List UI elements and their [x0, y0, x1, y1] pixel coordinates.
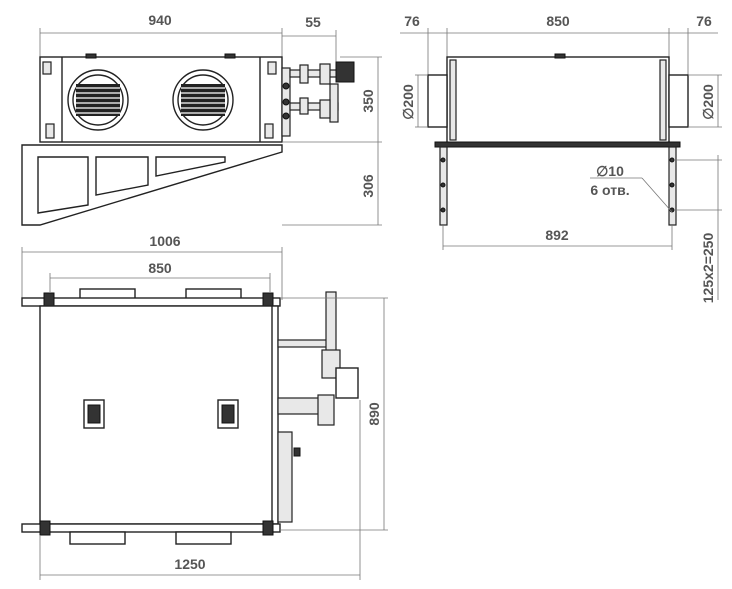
side-left-diameter-label: ∅200: [400, 84, 416, 120]
front-view: 940 55: [21, 12, 382, 226]
front-width-label: 940: [148, 12, 172, 28]
top-total-length-label: 1250: [174, 556, 205, 572]
side-unit-body: [446, 56, 670, 144]
side-mounting-rail: [434, 141, 681, 148]
side-left-spigot-label: 76: [404, 13, 420, 29]
front-pipework: [281, 61, 355, 137]
side-view: 76 850 76 ∅200 ∅200 ∅10 6 отв.: [400, 13, 722, 303]
side-hole-diameter-label: ∅10: [596, 163, 624, 179]
side-right-spigot: [668, 74, 689, 128]
side-right-diameter-label: ∅200: [700, 84, 716, 120]
top-pipework: [277, 291, 359, 523]
top-inner-width-label: 850: [148, 260, 172, 276]
side-left-spigot: [427, 74, 448, 128]
side-body-width-label: 850: [546, 13, 570, 29]
front-pipe-offset-label: 55: [305, 14, 321, 30]
front-support-bracket: [21, 144, 283, 226]
top-unit-body: [39, 305, 279, 525]
side-right-spigot-label: 76: [696, 13, 712, 29]
front-fan-grille-left: [67, 69, 129, 131]
front-bracket-height-label: 306: [360, 174, 376, 198]
top-overall-width-label: 1006: [149, 233, 180, 249]
front-fan-grille-right: [172, 69, 234, 131]
side-hole-count-label: 6 отв.: [590, 182, 629, 198]
front-height-label: 350: [360, 89, 376, 113]
top-rail-lower: [21, 523, 281, 533]
top-rail-upper: [21, 297, 281, 307]
side-hole-pitch-label: 125x2=250: [700, 233, 716, 304]
top-depth-label: 890: [366, 402, 382, 426]
top-view: 1006 850: [21, 233, 388, 580]
side-mount-spacing-label: 892: [545, 227, 569, 243]
